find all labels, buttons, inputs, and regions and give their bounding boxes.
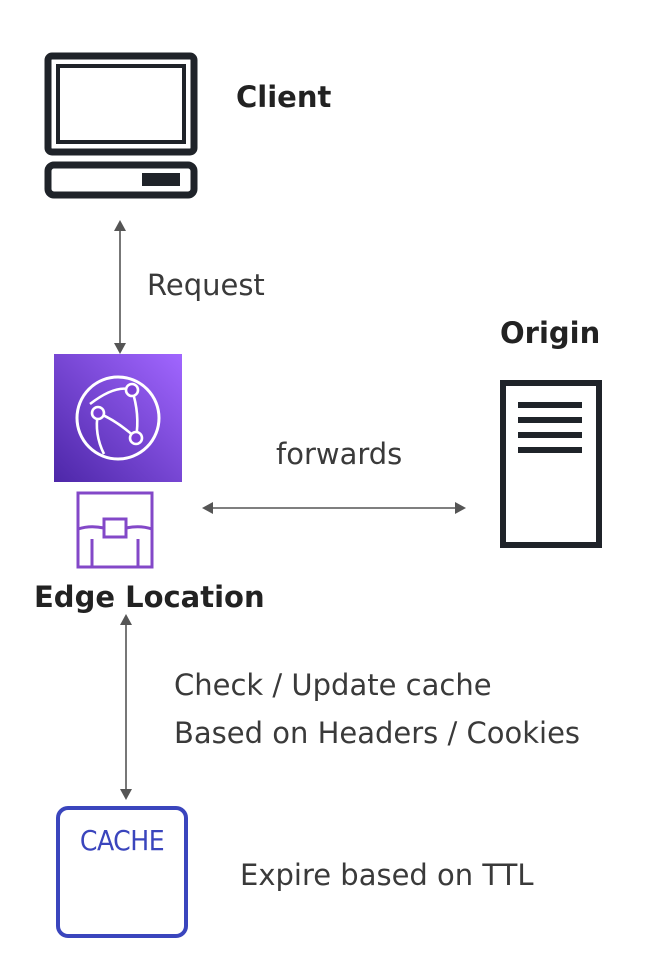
edge-location-icon <box>76 491 154 569</box>
cache-arrow <box>120 614 132 800</box>
computer-monitor-icon <box>44 52 198 199</box>
origin-label: Origin <box>500 316 601 350</box>
request-label: Request <box>147 268 265 302</box>
request-arrow <box>114 220 126 354</box>
forwards-arrow <box>202 502 466 514</box>
forwards-label: forwards <box>276 437 403 471</box>
expire-ttl-label: Expire based on TTL <box>240 858 534 892</box>
cloudfront-globe-icon <box>54 354 182 482</box>
server-icon <box>500 380 602 548</box>
check-update-label: Check / Update cache <box>174 668 492 702</box>
cache-label: CACHE <box>79 824 165 857</box>
headers-cookies-label: Based on Headers / Cookies <box>174 716 581 750</box>
client-label: Client <box>236 80 332 114</box>
cache-box-icon: CACHE <box>56 806 188 938</box>
edge-location-label: Edge Location <box>34 580 265 614</box>
